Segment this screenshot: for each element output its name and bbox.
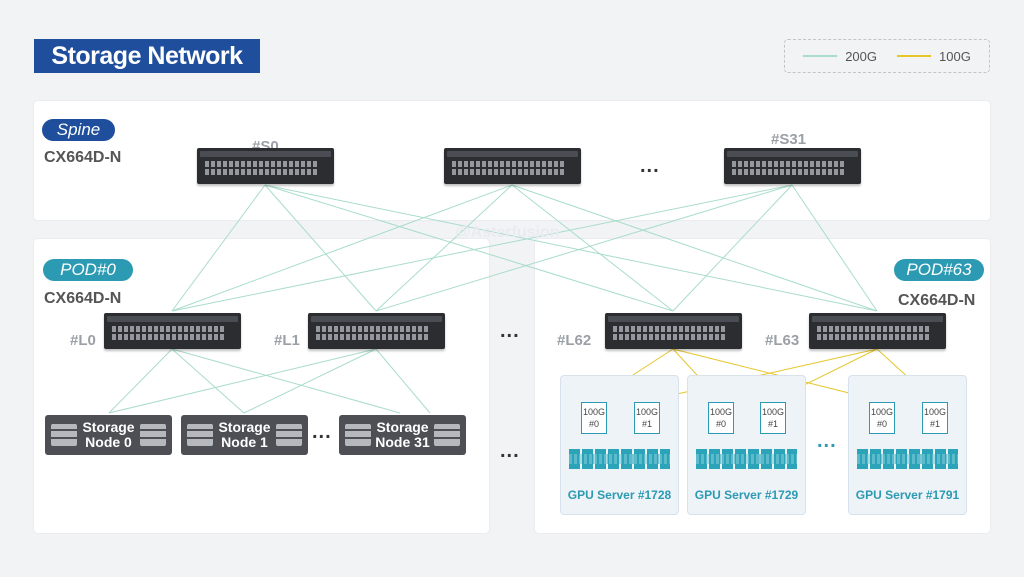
spine-tag: Spine	[42, 119, 115, 141]
nic-0: 100G #0	[869, 402, 895, 434]
nic-0: 100G #0	[581, 402, 607, 434]
legend-item-100g: 100G	[897, 49, 971, 64]
storage-node-label: Storage Node 0	[82, 419, 135, 450]
watermark: @Asterfusion	[455, 224, 560, 241]
gpu-row-icon	[696, 449, 797, 469]
storage-ellipsis: ...	[312, 421, 332, 443]
spine-switch-s1	[444, 148, 581, 184]
nic-1: 100G #1	[922, 402, 948, 434]
leaf-switch-l0	[104, 313, 241, 349]
leaf-switch-l1	[308, 313, 445, 349]
storage-node-label: Storage Node 31	[375, 419, 430, 450]
database-icon	[276, 422, 302, 448]
nic-1: 100G #1	[634, 402, 660, 434]
pod0-tag: POD#0	[43, 259, 133, 281]
gpu-server-label: GPU Server #1791	[855, 488, 960, 502]
legend-item-200g: 200G	[803, 49, 877, 64]
storage-node-label: Storage Node 1	[218, 419, 271, 450]
gpu-server-1729: 100G #0 100G #1 GPU Server #1729	[687, 375, 806, 515]
gpu-row-icon	[569, 449, 670, 469]
leaf-label-l63: #L63	[765, 332, 800, 349]
database-icon	[434, 422, 460, 448]
database-icon	[140, 422, 166, 448]
legend: 200G 100G	[784, 39, 990, 73]
spine-switch-s0	[197, 148, 334, 184]
legend-swatch-100g	[897, 55, 931, 57]
nic-1: 100G #1	[760, 402, 786, 434]
gpu-server-label: GPU Server #1729	[694, 488, 799, 502]
nic-0: 100G #0	[708, 402, 734, 434]
storage-node-1: Storage Node 1	[181, 415, 308, 455]
leaf-label-l1: #L1	[274, 332, 300, 349]
pod63-tag: POD#63	[894, 259, 984, 281]
database-icon	[51, 422, 77, 448]
legend-label-100g: 100G	[939, 48, 971, 64]
gpu-server-1728: 100G #0 100G #1 GPU Server #1728	[560, 375, 679, 515]
server-ellipsis: ...	[817, 430, 837, 452]
legend-label-200g: 200G	[845, 48, 877, 64]
spine-model: CX664D-N	[44, 149, 122, 166]
gpu-row-icon	[857, 449, 958, 469]
pod63-model: CX664D-N	[898, 292, 976, 309]
database-icon	[345, 422, 371, 448]
database-icon	[187, 422, 213, 448]
pod-ellipsis-top: ...	[500, 320, 520, 342]
leaf-switch-l63	[809, 313, 946, 349]
pod-ellipsis-bottom: ...	[500, 440, 520, 462]
spine-label-s31: #S31	[771, 131, 807, 148]
gpu-server-label: GPU Server #1728	[567, 488, 672, 502]
leaf-label-l62: #L62	[557, 332, 592, 349]
leaf-label-l0: #L0	[70, 332, 96, 349]
gpu-server-1791: 100G #0 100G #1 GPU Server #1791	[848, 375, 967, 515]
pod0-panel	[34, 239, 489, 533]
storage-node-31: Storage Node 31	[339, 415, 466, 455]
page-title: Storage Network	[34, 39, 260, 73]
spine-ellipsis: ...	[640, 155, 660, 177]
pod0-model: CX664D-N	[44, 290, 122, 307]
spine-switch-s31	[724, 148, 861, 184]
legend-swatch-200g	[803, 55, 838, 57]
leaf-switch-l62	[605, 313, 742, 349]
links-200g	[108, 184, 878, 414]
storage-node-0: Storage Node 0	[45, 415, 172, 455]
